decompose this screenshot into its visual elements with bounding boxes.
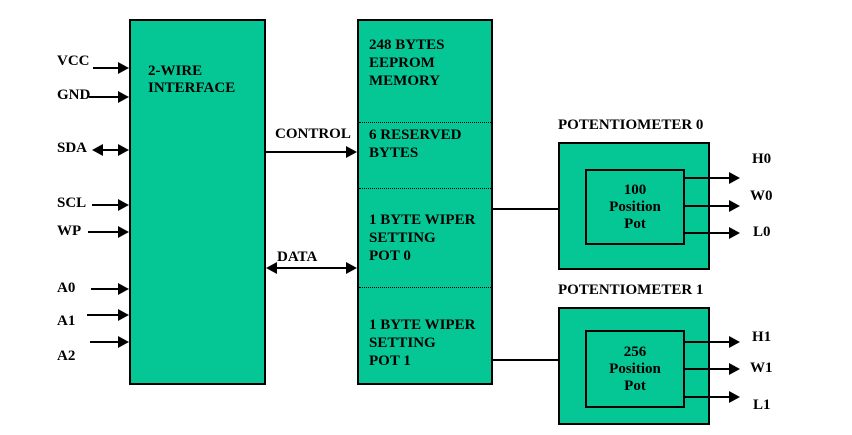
wire-memory-to-pot0 <box>493 208 573 210</box>
pot1-output-label-h1: H1 <box>752 329 772 345</box>
control-bus-arrowhead <box>346 146 357 158</box>
pin-arrowhead-vcc <box>118 62 129 74</box>
pin-label-a2: A2 <box>57 348 76 364</box>
pin-arrowhead-sda-right <box>118 144 129 156</box>
wire-pot1-l1 <box>685 396 729 398</box>
arrowhead-pot0-h0 <box>729 172 740 184</box>
pot1-output-label-l1: L1 <box>753 397 771 413</box>
pin-arrowhead-scl <box>118 199 129 211</box>
pin-arrowhead-a0 <box>118 283 129 295</box>
arrowhead-pot1-w1 <box>729 363 740 375</box>
pot0-output-label-w0: W0 <box>750 188 773 204</box>
pin-label-vcc: VCC <box>57 53 90 69</box>
memory-section-wiper-pot1-label: 1 BYTE WIPER SETTING POT 1 <box>369 317 476 369</box>
pin-wire-wp <box>88 231 118 233</box>
data-bus-wire <box>275 267 346 269</box>
pot0-output-label-h0: H0 <box>752 151 772 167</box>
pin-wire-a2 <box>90 341 118 343</box>
pot1-output-label-w1: W1 <box>750 360 773 376</box>
pin-label-a1: A1 <box>57 313 76 329</box>
data-bus-arrowhead-left <box>266 262 277 274</box>
memory-section-reserved-label: 6 RESERVED BYTES <box>369 127 462 161</box>
memory-section-eeprom: 248 BYTES EEPROM MEMORY <box>359 21 491 123</box>
control-bus-label: CONTROL <box>275 126 351 142</box>
control-bus-wire <box>266 151 346 153</box>
data-bus-label: DATA <box>277 249 318 265</box>
arrowhead-pot0-w0 <box>729 200 740 212</box>
two-wire-interface-block: 2-WIRE INTERFACE <box>129 19 266 385</box>
pin-wire-scl <box>92 204 118 206</box>
pin-wire-a1 <box>87 314 118 316</box>
arrowhead-pot0-l0 <box>729 227 740 239</box>
pin-label-wp: WP <box>57 223 82 239</box>
pin-arrowhead-gnd <box>118 91 129 103</box>
data-bus-arrowhead-right <box>346 262 357 274</box>
wire-memory-to-pot1 <box>493 359 573 361</box>
wire-pot0-h0 <box>685 177 729 179</box>
memory-section-wiper-pot0: 1 BYTE WIPER SETTING POT 0 <box>359 189 491 288</box>
pin-wire-vcc <box>93 67 118 69</box>
potentiometer0-pot-label: 100 Position Pot <box>609 181 661 232</box>
wire-pot1-h1 <box>685 341 729 343</box>
memory-section-wiper-pot1: 1 BYTE WIPER SETTING POT 1 <box>359 288 491 383</box>
potentiometer0-title: POTENTIOMETER 0 <box>558 117 704 133</box>
wire-pot0-l0 <box>685 232 729 234</box>
wire-pot1-w1 <box>685 368 729 370</box>
pin-arrowhead-wp <box>118 226 129 238</box>
memory-section-wiper-pot0-label: 1 BYTE WIPER SETTING POT 0 <box>369 212 476 264</box>
pin-label-sda: SDA <box>57 140 88 156</box>
two-wire-interface-label: 2-WIRE INTERFACE <box>148 63 236 96</box>
arrowhead-pot1-l1 <box>729 391 740 403</box>
memory-section-reserved: 6 RESERVED BYTES <box>359 123 491 189</box>
pin-label-gnd: GND <box>57 87 91 103</box>
pin-arrowhead-a2 <box>118 336 129 348</box>
potentiometer1-title: POTENTIOMETER 1 <box>558 282 704 298</box>
pin-label-a0: A0 <box>57 280 76 296</box>
pin-label-scl: SCL <box>57 195 87 211</box>
memory-block: 248 BYTES EEPROM MEMORY 6 RESERVED BYTES… <box>357 19 493 385</box>
pin-wire-gnd <box>89 96 118 98</box>
pin-arrowhead-sda-left <box>92 144 103 156</box>
pin-wire-a0 <box>91 288 118 290</box>
pot0-output-label-l0: L0 <box>753 224 771 240</box>
memory-section-eeprom-label: 248 BYTES EEPROM MEMORY <box>369 37 445 89</box>
potentiometer1-pot-box: 256 Position Pot <box>585 330 685 408</box>
pin-arrowhead-a1 <box>118 309 129 321</box>
pin-wire-sda <box>101 149 120 151</box>
wire-pot0-w0 <box>685 205 729 207</box>
arrowhead-pot1-h1 <box>729 336 740 348</box>
potentiometer0-pot-box: 100 Position Pot <box>585 169 685 245</box>
potentiometer1-pot-label: 256 Position Pot <box>609 343 661 394</box>
